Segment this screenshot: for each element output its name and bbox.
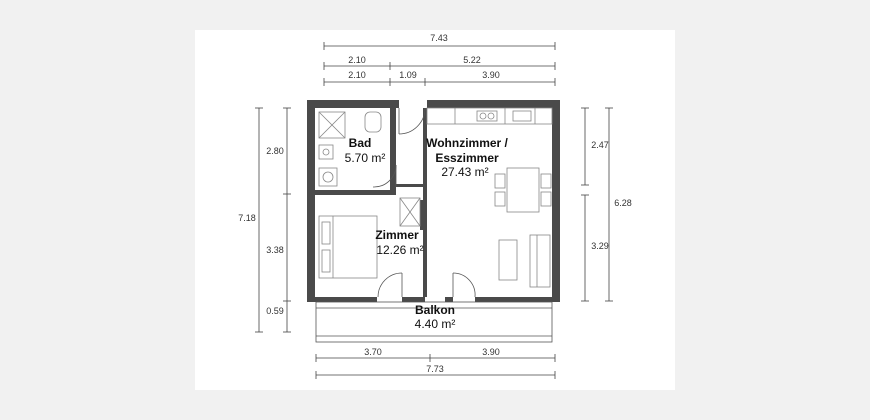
plan-sheet — [195, 30, 675, 390]
bottom-dimensions: 3.70 3.90 7.73 — [315, 347, 556, 379]
dim-top-row3-b: 1.09 — [399, 70, 417, 80]
dim-top-row3-a: 2.10 — [348, 70, 366, 80]
sofa — [498, 234, 551, 288]
bathroom-fixtures — [318, 111, 382, 187]
dim-right-part-2: 3.29 — [591, 241, 609, 251]
dim-top-row2-a: 2.10 — [348, 55, 366, 65]
wardrobe — [399, 197, 421, 227]
dim-bottom-part-2: 3.90 — [482, 347, 500, 357]
dim-left-part-1: 2.80 — [266, 146, 284, 156]
dim-right-part-1: 2.47 — [591, 140, 609, 150]
dim-bottom-part-1: 3.70 — [364, 347, 382, 357]
doors — [372, 107, 476, 298]
room-zimmer-area: 12.26 m² — [376, 243, 423, 257]
right-dimensions: 2.47 3.29 6.28 — [581, 107, 632, 302]
room-balkon-area: 4.40 m² — [415, 317, 456, 331]
room-wohn-area: 27.43 m² — [441, 165, 488, 179]
dim-top-total: 7.43 — [430, 33, 448, 43]
room-wohn-name-2: Esszimmer — [435, 151, 499, 165]
bed — [318, 215, 378, 279]
room-labels: Bad 5.70 m² Wohnzimmer / Esszimmer 27.43… — [345, 136, 509, 331]
kitchen-counter — [426, 107, 553, 125]
walls — [307, 100, 560, 302]
dim-left-total: 7.18 — [238, 213, 256, 223]
floor-plan: 7.43 2.10 5.22 2.10 1.09 3.90 7.18 2.80 … — [238, 33, 632, 379]
room-bad-area: 5.70 m² — [345, 151, 386, 165]
left-dimensions: 7.18 2.80 3.38 0.59 — [238, 107, 291, 333]
dim-left-part-3: 0.59 — [266, 306, 284, 316]
dim-top-row3-c: 3.90 — [482, 70, 500, 80]
dim-bottom-total: 7.73 — [426, 364, 444, 374]
dim-top-row2-b: 5.22 — [463, 55, 481, 65]
room-bad-name: Bad — [349, 136, 372, 150]
dining-table — [494, 167, 552, 213]
room-balkon-name: Balkon — [415, 303, 455, 317]
dim-left-part-2: 3.38 — [266, 245, 284, 255]
top-dimensions: 7.43 2.10 5.22 2.10 1.09 3.90 — [323, 33, 556, 86]
dim-right-total: 6.28 — [614, 198, 632, 208]
room-wohn-name-1: Wohnzimmer / — [426, 136, 508, 150]
room-zimmer-name: Zimmer — [375, 228, 419, 242]
balcony — [315, 301, 553, 343]
